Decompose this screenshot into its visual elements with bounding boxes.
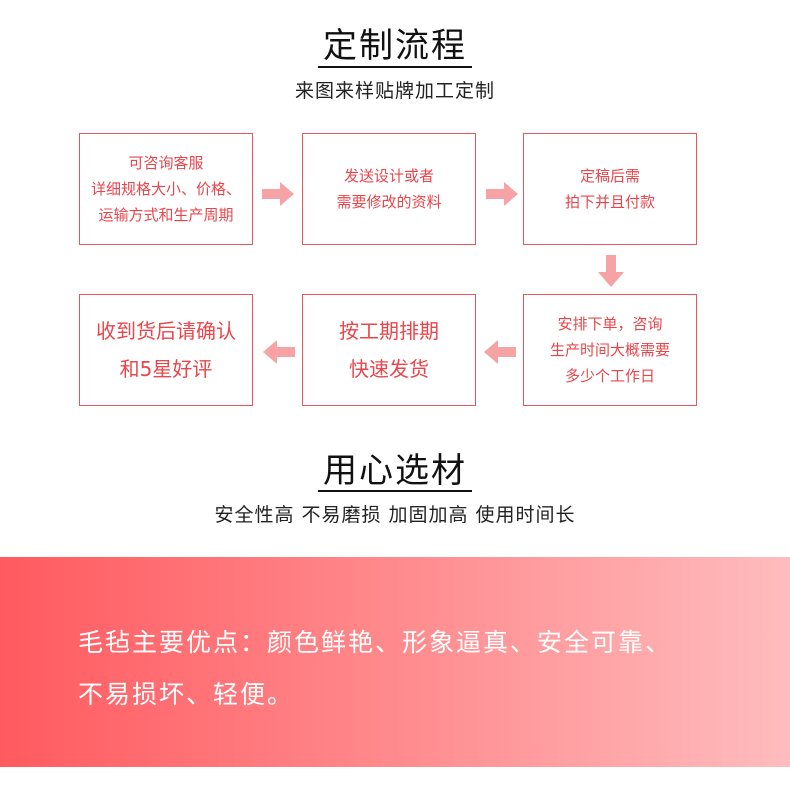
arrow-right-icon (262, 182, 294, 206)
step-3-line-1: 定稿后需 (579, 167, 640, 185)
arrow-right-icon (486, 182, 518, 206)
step-4-line-2: 生产时间大概需要 (549, 341, 670, 359)
step-box-5: 按工期排期 快速发货 (302, 294, 476, 406)
step-2-line-2: 需要修改的资料 (336, 193, 442, 211)
step-2-line-1: 发送设计或者 (343, 167, 434, 185)
step-1-line-3: 运输方式和生产周期 (98, 206, 234, 224)
step-4-line-3: 多少个工作日 (564, 367, 655, 385)
banner-text-line-2: 不易损坏、轻便。 (78, 680, 295, 709)
section-title-process: 定制流程 (323, 26, 467, 66)
step-1-line-1: 可咨询客服 (128, 154, 204, 172)
arrow-left-icon (484, 340, 516, 364)
step-3-line-2: 拍下并且付款 (564, 193, 655, 211)
advantages-banner: 毛毡主要优点：颜色鲜艳、形象逼真、安全可靠、 不易损坏、轻便。 (0, 557, 790, 767)
arrow-down-icon (598, 255, 624, 287)
section-subtitle-process: 来图来样贴牌加工定制 (294, 80, 495, 102)
step-box-1: 可咨询客服 详细规格大小、价格、 运输方式和生产周期 (79, 133, 253, 245)
step-6-line-2: 和5星好评 (119, 357, 213, 381)
section-subtitle-materials: 安全性高 不易磨损 加固加高 使用时间长 (214, 504, 576, 526)
step-5-line-2: 快速发货 (349, 357, 429, 381)
step-box-3: 定稿后需 拍下并且付款 (523, 133, 697, 245)
arrow-left-icon (263, 340, 295, 364)
section-title-materials: 用心选材 (323, 451, 467, 491)
banner-text-line-1: 毛毡主要优点：颜色鲜艳、形象逼真、安全可靠、 (78, 628, 673, 657)
step-1-line-2: 详细规格大小、价格、 (90, 180, 241, 198)
step-box-2: 发送设计或者 需要修改的资料 (302, 133, 476, 245)
step-box-4: 安排下单，咨询 生产时间大概需要 多少个工作日 (523, 294, 697, 406)
title-underline (318, 490, 472, 492)
step-box-6: 收到货后请确认 和5星好评 (79, 294, 253, 406)
step-4-line-1: 安排下单，咨询 (557, 315, 663, 333)
title-underline (318, 66, 472, 68)
step-5-line-1: 按工期排期 (339, 319, 439, 343)
step-6-line-1: 收到货后请确认 (96, 319, 236, 343)
